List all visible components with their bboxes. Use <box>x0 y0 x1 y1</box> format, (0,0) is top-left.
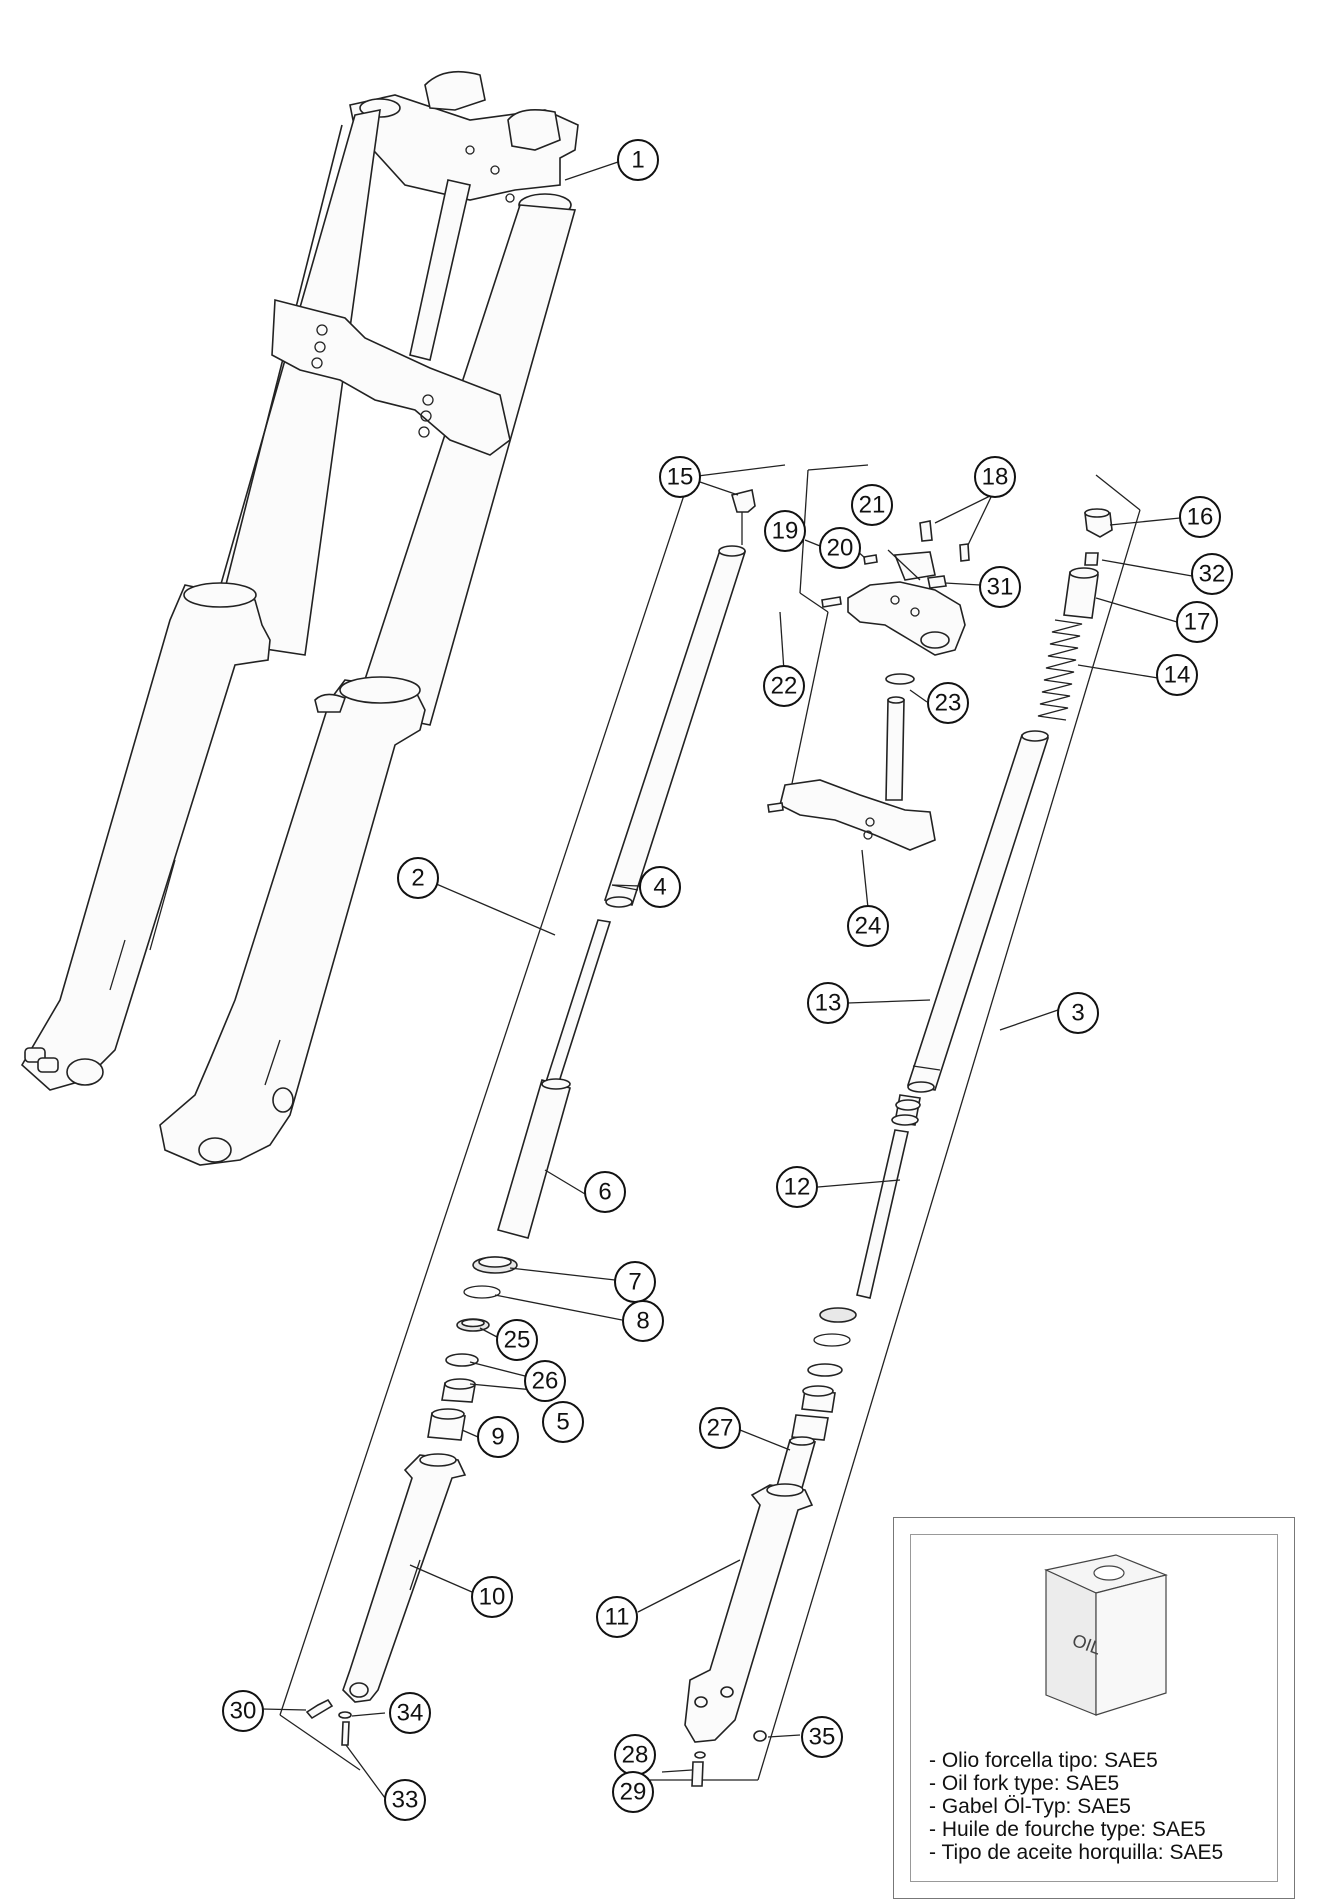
callout-5: 5 <box>542 1401 584 1443</box>
callout-4: 4 <box>639 866 681 908</box>
callout-32: 32 <box>1191 553 1233 595</box>
svg-text:13: 13 <box>815 990 842 1017</box>
svg-text:25: 25 <box>504 1327 531 1354</box>
svg-text:6: 6 <box>598 1179 611 1206</box>
callout-2: 2 <box>397 857 439 899</box>
leader-lines <box>261 161 1193 1799</box>
callout-9: 9 <box>477 1416 519 1458</box>
svg-text:15: 15 <box>667 464 694 491</box>
oil-note-text: - Olio forcella tipo: SAE5 - Oil fork ty… <box>929 1749 1223 1864</box>
svg-text:35: 35 <box>809 1724 836 1751</box>
steering-exploded <box>767 464 970 851</box>
callout-27: 27 <box>699 1407 741 1449</box>
callout-18: 18 <box>974 456 1016 498</box>
oil-note-box: OIL - Olio forcella tipo: SAE5 - Oil for… <box>893 1517 1295 1899</box>
svg-text:9: 9 <box>491 1424 504 1451</box>
left-fork-leg-exploded <box>279 464 786 1771</box>
callout-10: 10 <box>471 1576 513 1618</box>
oil-can-icon: OIL <box>1044 1554 1168 1716</box>
svg-text:4: 4 <box>653 874 666 901</box>
callout-15: 15 <box>659 456 701 498</box>
svg-text:22: 22 <box>771 673 798 700</box>
callout-6: 6 <box>584 1171 626 1213</box>
svg-text:5: 5 <box>556 1409 569 1436</box>
svg-text:11: 11 <box>605 1604 630 1631</box>
svg-text:34: 34 <box>397 1700 424 1727</box>
svg-text:24: 24 <box>855 913 882 940</box>
callout-35: 35 <box>801 1716 843 1758</box>
callout-33: 33 <box>384 1779 426 1821</box>
callout-21: 21 <box>851 484 893 526</box>
svg-text:31: 31 <box>987 574 1014 601</box>
svg-text:17: 17 <box>1184 609 1211 636</box>
callout-29: 29 <box>612 1771 654 1813</box>
svg-text:28: 28 <box>622 1742 649 1769</box>
svg-text:32: 32 <box>1199 561 1226 588</box>
callout-25: 25 <box>496 1319 538 1361</box>
svg-text:2: 2 <box>411 865 424 892</box>
oil-note-line-en: - Oil fork type: SAE5 <box>929 1772 1120 1795</box>
svg-text:33: 33 <box>392 1787 419 1814</box>
callout-34: 34 <box>389 1692 431 1734</box>
callout-8: 8 <box>622 1300 664 1342</box>
svg-text:18: 18 <box>982 464 1009 491</box>
callout-3: 3 <box>1057 992 1099 1034</box>
svg-text:16: 16 <box>1187 504 1214 531</box>
svg-text:8: 8 <box>636 1308 649 1335</box>
assembled-fork <box>20 70 579 1166</box>
svg-text:19: 19 <box>772 518 799 545</box>
callout-14: 14 <box>1156 654 1198 696</box>
callout-1: 1 <box>617 139 659 181</box>
oil-note-line-fr: - Huile de fourche type: SAE5 <box>929 1818 1206 1841</box>
callout-16: 16 <box>1179 496 1221 538</box>
callout-31: 31 <box>979 566 1021 608</box>
oil-note-line-de: - Gabel Öl-Typ: SAE5 <box>929 1795 1131 1818</box>
svg-text:7: 7 <box>628 1269 641 1296</box>
svg-text:23: 23 <box>935 690 962 717</box>
callout-22: 22 <box>763 665 805 707</box>
callout-17: 17 <box>1176 601 1218 643</box>
callout-19: 19 <box>764 510 806 552</box>
callout-26: 26 <box>524 1360 566 1402</box>
svg-text:10: 10 <box>479 1584 506 1611</box>
callout-20: 20 <box>819 527 861 569</box>
svg-text:30: 30 <box>230 1698 257 1725</box>
callout-23: 23 <box>927 682 969 724</box>
callout-7: 7 <box>614 1261 656 1303</box>
svg-text:27: 27 <box>707 1415 734 1442</box>
callout-12: 12 <box>776 1166 818 1208</box>
svg-text:12: 12 <box>784 1174 811 1201</box>
callout-24: 24 <box>847 905 889 947</box>
svg-text:26: 26 <box>532 1368 559 1395</box>
callout-28: 28 <box>614 1734 656 1776</box>
oil-note-line-it: - Olio forcella tipo: SAE5 <box>929 1749 1158 1772</box>
callout-30: 30 <box>222 1690 264 1732</box>
oil-note-inner-frame: OIL - Olio forcella tipo: SAE5 - Oil for… <box>910 1534 1278 1882</box>
svg-text:1: 1 <box>631 147 644 174</box>
right-fork-leg-exploded <box>645 474 1141 1787</box>
oil-note-line-es: - Tipo de aceite horquilla: SAE5 <box>929 1841 1224 1864</box>
svg-text:3: 3 <box>1071 1000 1084 1027</box>
svg-text:29: 29 <box>620 1779 647 1806</box>
callout-11: 11 <box>596 1596 638 1638</box>
callout-13: 13 <box>807 982 849 1024</box>
svg-text:20: 20 <box>827 535 854 562</box>
svg-text:14: 14 <box>1164 662 1191 689</box>
svg-text:21: 21 <box>859 492 886 519</box>
